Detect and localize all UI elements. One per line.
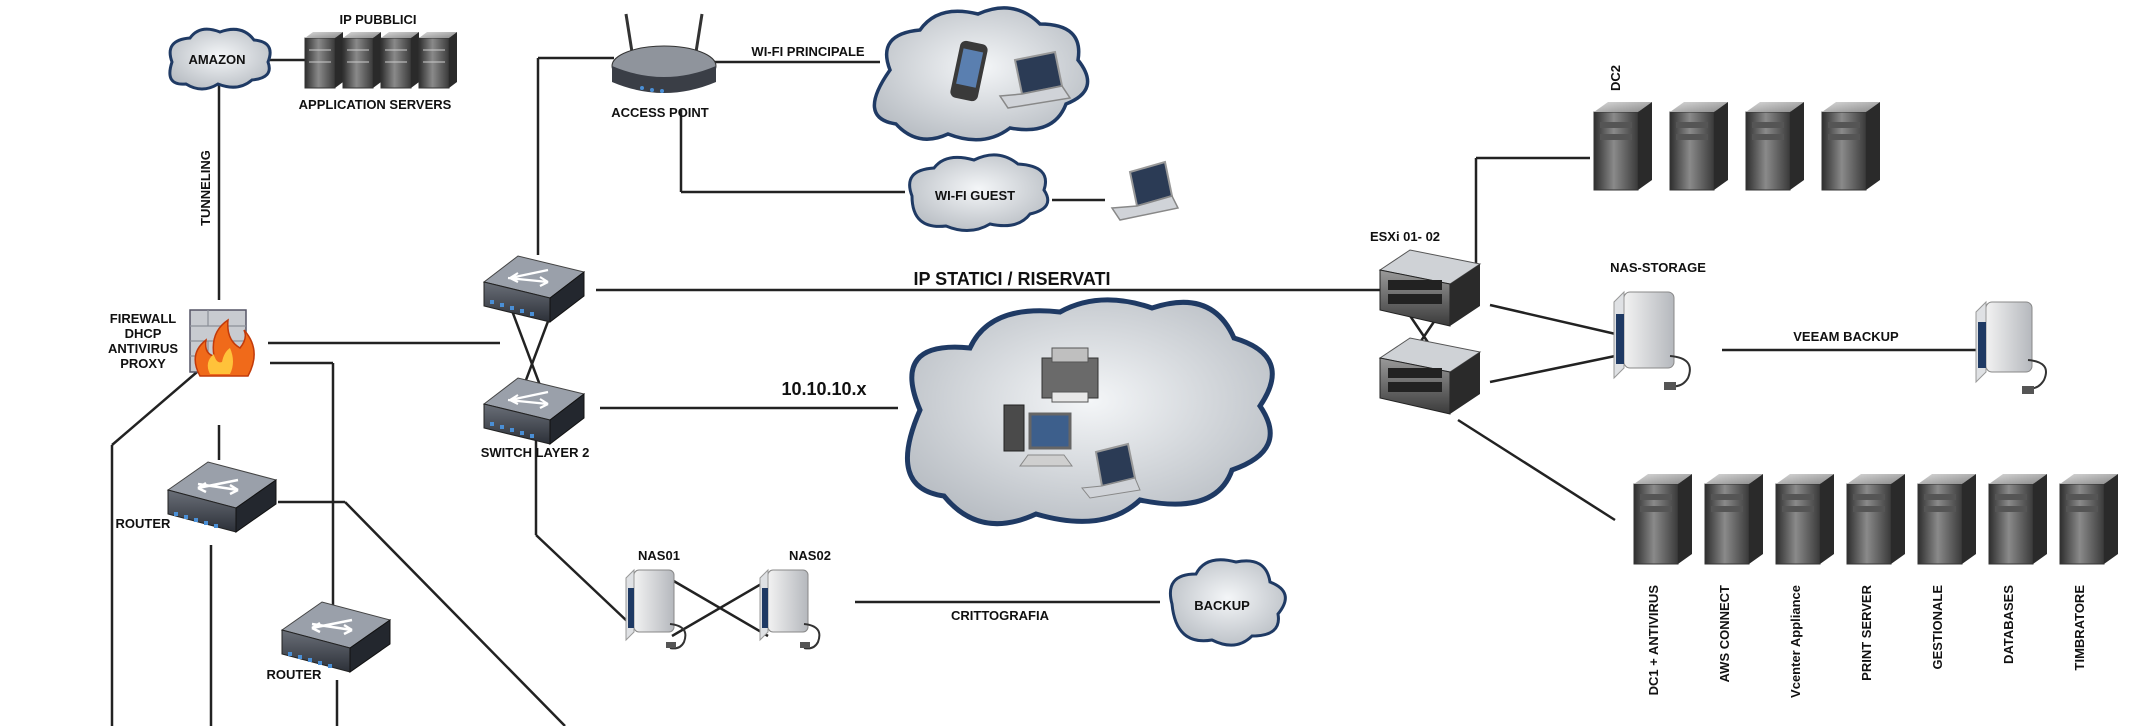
crittografia-label: CRITTOGRAFIA xyxy=(951,608,1050,623)
wifi-guest-label: WI-FI GUEST xyxy=(935,188,1015,203)
ip-pubblici-label: IP PUBBLICI xyxy=(339,12,416,27)
application-servers xyxy=(304,32,457,89)
vm-server-label: AWS CONNECT xyxy=(1717,585,1732,683)
switch-layer2-label: SWITCH LAYER 2 xyxy=(481,445,590,460)
firewall-icon xyxy=(189,309,255,377)
server-icon xyxy=(418,32,457,89)
vm-server-label: DC1 + ANTIVIRUS xyxy=(1646,585,1661,696)
dc2-label: DC2 xyxy=(1608,65,1623,91)
switch-icon xyxy=(482,255,586,324)
esxi-label: ESXi 01- 02 xyxy=(1370,229,1440,244)
tunneling-label: TUNNELING xyxy=(198,150,213,226)
vm-server-icon xyxy=(2059,474,2118,565)
vm-servers: DC1 + ANTIVIRUS AWS CONNECT Vcenter Applia… xyxy=(1633,474,2118,698)
vm-server-label: GESTIONALE xyxy=(1930,585,1945,670)
printer-icon xyxy=(1041,347,1099,403)
nas-icon xyxy=(625,568,687,650)
firewall-labels: FIREWALL DHCP ANTIVIRUS PROXY xyxy=(108,311,178,371)
guest-laptop-icon xyxy=(1110,160,1180,221)
application-servers-label: APPLICATION SERVERS xyxy=(299,97,452,112)
vm-server-icon xyxy=(1775,474,1834,565)
dhcp-label: DHCP xyxy=(125,326,162,341)
server-icon xyxy=(1669,102,1728,191)
veeam-backup-label: VEEAM BACKUP xyxy=(1793,329,1899,344)
nas02-label: NAS02 xyxy=(789,548,831,563)
veeam-nas-icon xyxy=(1975,300,2047,394)
laptop-icon xyxy=(998,50,1072,109)
vm-server-label: Vcenter Appliance xyxy=(1788,585,1803,698)
amazon-label: AMAZON xyxy=(188,52,245,67)
subnet-label: 10.10.10.x xyxy=(781,379,866,399)
smartphone-icon xyxy=(950,40,988,102)
server-icon xyxy=(1745,102,1804,191)
proxy-label: PROXY xyxy=(120,356,166,371)
vm-server-icon xyxy=(1917,474,1976,565)
backup-label: BACKUP xyxy=(1194,598,1250,613)
desktop-computer-icon xyxy=(1003,404,1073,467)
ip-statici-label: IP STATICI / RISERVATI xyxy=(913,269,1110,289)
router-icon xyxy=(280,601,392,673)
vm-server-icon xyxy=(1988,474,2047,565)
vm-server-icon xyxy=(1633,474,1692,565)
vm-server-label: DATABASES xyxy=(2001,585,2016,664)
antivirus-label: ANTIVIRUS xyxy=(108,341,178,356)
nas-storage-icon xyxy=(1613,290,1691,390)
esxi-host-icon xyxy=(1378,249,1482,327)
wifi-principale-label: WI-FI PRINCIPALE xyxy=(751,44,864,59)
vm-server-icon xyxy=(1846,474,1905,565)
lan-cloud xyxy=(905,297,1275,527)
nas-storage-label: NAS-STORAGE xyxy=(1610,260,1706,275)
esxi-host-icon xyxy=(1378,337,1482,415)
access-point-icon xyxy=(611,13,717,93)
server-icon xyxy=(342,32,381,89)
router-1-label: ROUTER xyxy=(116,516,172,531)
server-icon xyxy=(304,32,343,89)
vm-server-icon xyxy=(1704,474,1763,565)
server-icon xyxy=(380,32,419,89)
nas-icon xyxy=(759,568,821,650)
server-icon xyxy=(1821,102,1880,191)
server-icon xyxy=(1593,102,1652,191)
wifi-guest-cloud: WI-FI GUEST xyxy=(908,153,1050,232)
wifi-principale-cloud xyxy=(872,6,1090,142)
access-point-label: ACCESS POINT xyxy=(611,105,709,120)
vm-server-label: PRINT SERVER xyxy=(1859,584,1874,680)
dc2-servers xyxy=(1593,102,1880,191)
switch-icon xyxy=(482,377,586,446)
router-icon xyxy=(166,461,278,533)
firewall-label: FIREWALL xyxy=(110,311,176,326)
backup-cloud: BACKUP xyxy=(1169,558,1287,647)
router-2-label: ROUTER xyxy=(267,667,323,682)
amazon-cloud: AMAZON xyxy=(168,27,272,91)
nas01-label: NAS01 xyxy=(638,548,680,563)
laptop-icon-lan xyxy=(1081,442,1141,499)
vm-server-label: TIMBRATORE xyxy=(2072,585,2087,671)
